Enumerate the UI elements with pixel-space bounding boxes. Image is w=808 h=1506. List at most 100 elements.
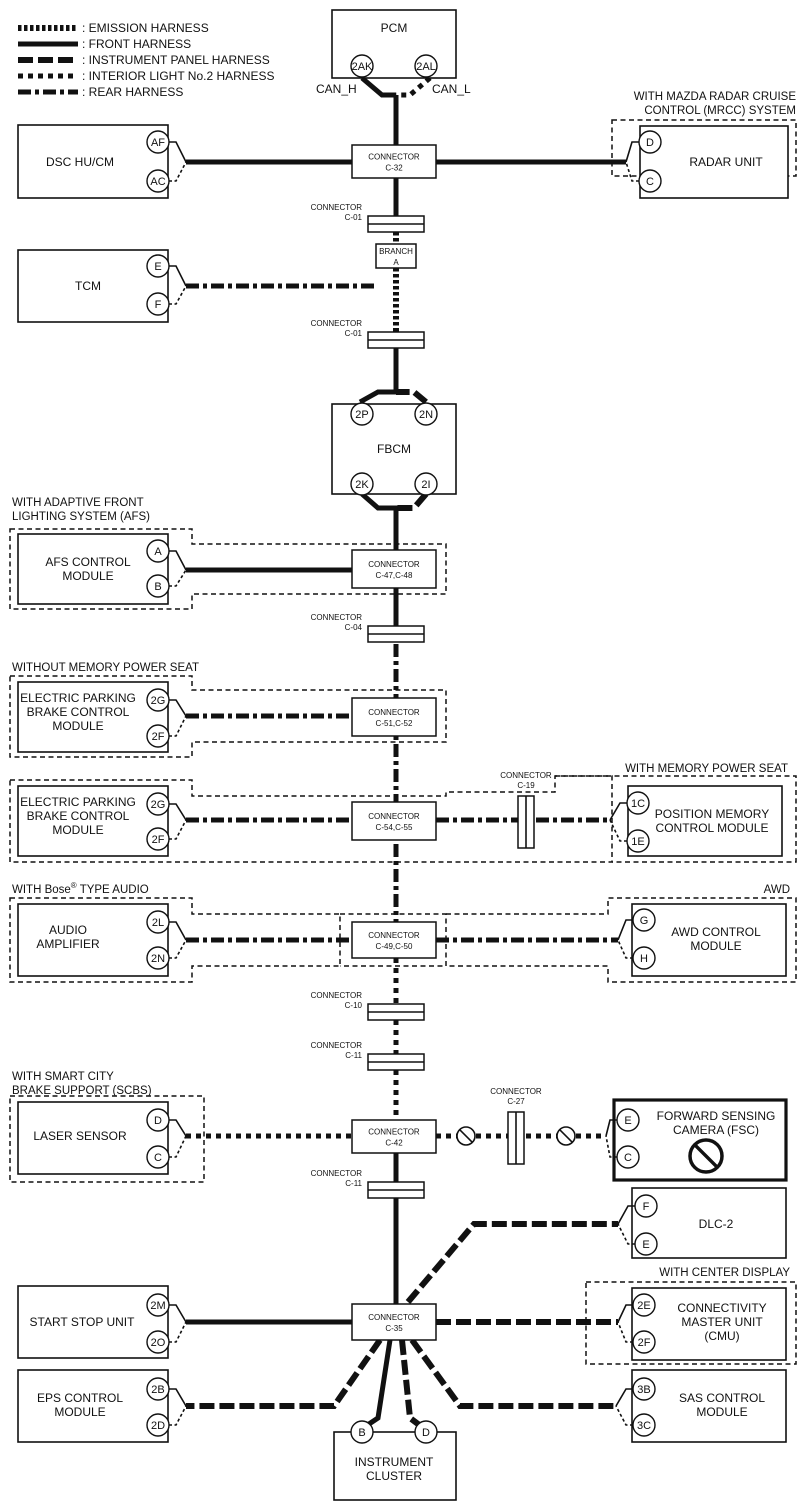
pin-lead (617, 1223, 635, 1245)
afs-option-box (9, 528, 447, 610)
awd-module (631, 903, 787, 977)
connector-c47-c48-label: C-47,C-48 (376, 571, 413, 580)
pin-circle (350, 1420, 374, 1444)
sas-name: SAS CONTROL (679, 1391, 765, 1405)
fsc-name: FORWARD SENSING (657, 1109, 776, 1123)
pin-lead (609, 802, 627, 821)
dsc-module (17, 124, 169, 199)
ic-name: CLUSTER (366, 1469, 422, 1483)
eps-name: EPS CONTROL (37, 1391, 123, 1405)
cmu-option-label: WITH CENTER DISPLAY (659, 1267, 790, 1279)
pin-label: 3C (637, 1420, 651, 1432)
afs-name: AFS CONTROL (45, 555, 131, 569)
wire-ic-b (358, 1339, 393, 1433)
connector-c51-c52-label: CONNECTOR (368, 708, 420, 717)
connector-c04-label: C-04 (345, 623, 363, 632)
wire-2i (396, 492, 429, 511)
connector-c51-c52-label: C-51,C-52 (376, 719, 413, 728)
pin-label: 2AL (416, 61, 436, 73)
branch-a-label: BRANCH (379, 247, 413, 256)
pin-lead (169, 265, 187, 287)
pin-label: D (154, 1115, 162, 1127)
pin-label: 2M (150, 1300, 165, 1312)
connector-c49-c50-label: C-49,C-50 (376, 942, 413, 951)
legend-label-front: : FRONT HARNESS (82, 37, 191, 51)
pin-lead (169, 550, 187, 571)
posmem-name: POSITION MEMORY (655, 807, 769, 821)
pin-lead (609, 819, 627, 842)
pin-lead (617, 1304, 633, 1323)
afs-option-label: LIGHTING SYSTEM (AFS) (12, 511, 150, 523)
wire-2n (396, 389, 428, 405)
wire-can-l (396, 76, 432, 98)
dsc-name: DSC HU/CM (46, 155, 114, 169)
pin-circle (414, 402, 438, 426)
pin-lead (617, 919, 633, 941)
pin-label: 2N (151, 953, 165, 965)
epb2-name: BRAKE CONTROL (27, 809, 130, 823)
sas-name: MODULE (696, 1405, 747, 1419)
pin-label: C (624, 1152, 632, 1164)
pin-label: 2G (151, 799, 166, 811)
connector-c47-c48-label: CONNECTOR (368, 560, 420, 569)
pin-label: 2O (151, 1337, 166, 1349)
pin-label: AF (151, 137, 165, 149)
connector-c35-label: CONNECTOR (368, 1313, 420, 1322)
pin-lead (169, 1304, 187, 1323)
pin-lead (625, 141, 639, 163)
amp-module (17, 903, 169, 977)
posmem-option-label: WITH MEMORY POWER SEAT (625, 763, 788, 775)
legend-label-instrument: : INSTRUMENT PANEL HARNESS (82, 53, 270, 67)
epb2-module (17, 785, 169, 857)
pin-label: D (646, 137, 654, 149)
memory-seat-left-box (9, 775, 613, 863)
wire-can-h (360, 76, 396, 98)
epb1-name: ELECTRIC PARKING (20, 691, 136, 705)
pin-label: 1C (631, 798, 645, 810)
connector-c49-option (340, 913, 447, 967)
branch-a (375, 243, 417, 269)
pin-label: 2D (151, 1420, 165, 1432)
pin-lead (617, 1321, 633, 1343)
epb2-name: ELECTRIC PARKING (20, 795, 136, 809)
pin-lead (625, 161, 639, 182)
pin-label: A (154, 546, 162, 558)
radar-name: RADAR UNIT (689, 155, 763, 169)
pin-lead (169, 1135, 187, 1158)
connector-c35-label: C-35 (385, 1324, 403, 1333)
epb1-module (17, 681, 169, 753)
radar-option-label: CONTROL (MRCC) SYSTEM (644, 105, 796, 117)
cmu-name: (CMU) (704, 1329, 739, 1343)
pin-lead (169, 1388, 187, 1407)
connector-c27-label: CONNECTOR (490, 1087, 542, 1096)
pin-label: G (640, 915, 649, 927)
eps-module (17, 1369, 169, 1443)
pin-circle (350, 54, 374, 78)
connector-c47-c48 (351, 549, 437, 589)
connector-c11-lower-label: CONNECTOR (311, 1169, 363, 1178)
pin-label: 2F (152, 834, 165, 846)
ic-module (333, 1431, 457, 1501)
legend-label-interior: : INTERIOR LIGHT No.2 HARNESS (82, 69, 275, 83)
posmem-name: CONTROL MODULE (656, 821, 769, 835)
connector-c42-label: C-42 (385, 1139, 403, 1148)
pin-lead (169, 1405, 187, 1426)
pin-label: E (154, 261, 161, 273)
epb1-option-box (9, 675, 447, 758)
epb1-name: MODULE (52, 719, 103, 733)
memory-seat-right-box (555, 775, 797, 863)
pin-label: 2I (421, 479, 430, 491)
fsc-name: CAMERA (FSC) (673, 1123, 759, 1137)
pin-label: B (358, 1427, 365, 1439)
connector-c54-c55 (351, 801, 437, 841)
wire-dlc (405, 1221, 618, 1304)
awd-name: MODULE (690, 939, 741, 953)
connector-c49-c50-label: CONNECTOR (368, 931, 420, 940)
afs-option-label: WITH ADAPTIVE FRONT (12, 497, 144, 509)
connector-c01-lower-label: C-01 (345, 329, 363, 338)
pin-lead (617, 1205, 635, 1225)
posmem-module (627, 785, 783, 857)
pin-label: 2F (638, 1337, 651, 1349)
pin-lead (605, 1135, 617, 1158)
